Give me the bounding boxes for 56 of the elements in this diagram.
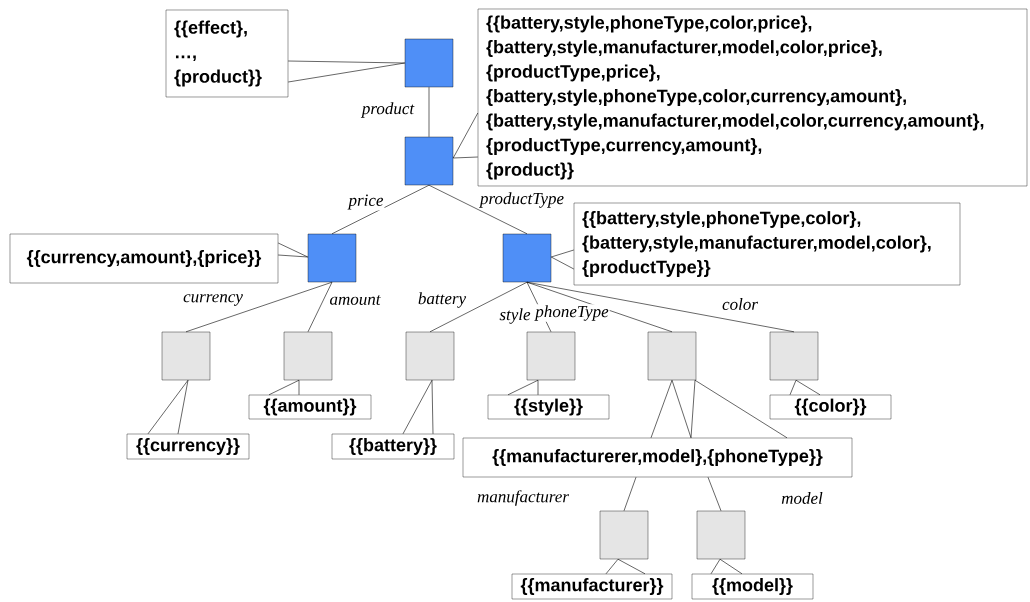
callout-box: {{currency}}: [126, 433, 250, 460]
callout-pointer: [550, 249, 575, 270]
callout-box: {{style}}: [487, 394, 610, 420]
edge-label: style: [498, 307, 532, 325]
callout-box: {{battery,style,phoneType,color,price}, {battery,style,manufacturer,model,color,price}, {productType,price}, {battery,style,phoneType,color,currency,amount}, {battery,style,manufacturer,model,color,currency,amount}, {productType,currency,amount}, {product}}: [477, 8, 1028, 187]
callout-box: {{manufacturer}}: [511, 573, 673, 600]
tree-square: [769, 331, 819, 381]
edge-label: model: [780, 491, 824, 505]
callout-box: {{battery}}: [331, 433, 455, 460]
tree-square: [307, 233, 357, 283]
edge-label: price: [347, 193, 385, 211]
tree-edge: [307, 281, 333, 333]
edge-label: currency: [182, 293, 244, 307]
callout-pointer: [277, 242, 309, 258]
tree-square: [404, 38, 454, 88]
tree-square: [283, 331, 333, 381]
callout-pointer: [789, 379, 821, 396]
callout-pointer: [605, 558, 646, 575]
callout-pointer: [268, 379, 300, 396]
callout-box: {{battery,style,phoneType,color}, {battery,style,manufacturer,model,color}, {productType}}: [573, 202, 961, 286]
tree-square: [599, 510, 649, 560]
tree-square: [526, 331, 576, 381]
tree-edge: [428, 86, 430, 138]
callout-pointer: [402, 379, 434, 435]
tree-edge: [623, 476, 637, 512]
callout-pointer: [710, 558, 743, 575]
edge-label: product: [360, 101, 416, 119]
tree-edge: [526, 281, 795, 333]
callout-pointer: [147, 379, 189, 435]
tree-edge: [707, 476, 722, 512]
edge-label: battery: [416, 291, 468, 309]
edge-label: amount: [328, 294, 382, 306]
callout-box: {{currency,amount},{price}}: [9, 233, 279, 284]
callout-pointer: [507, 379, 539, 396]
edge-label: manufacturer: [476, 489, 570, 507]
edge-label: phoneType: [534, 304, 610, 322]
callout-pointer: [287, 60, 406, 83]
tree-edge: [429, 281, 528, 333]
tree-edge: [428, 184, 528, 235]
tree-edge: [331, 184, 430, 235]
tree-square: [161, 331, 211, 381]
tree-square: [696, 510, 746, 560]
edge-label: productType: [479, 191, 566, 209]
tree-square: [647, 331, 697, 381]
callout-pointer: [650, 379, 788, 439]
tree-edge: [185, 281, 333, 333]
callout-box: {{amount}}: [248, 394, 372, 420]
edge-label: color: [721, 297, 759, 311]
tree-square: [404, 136, 454, 186]
callout-box: {{manufacturerer,model},{phoneType}}: [462, 437, 853, 478]
callout-box: {{color}}: [769, 394, 892, 420]
callout-box: {{model}}: [691, 573, 814, 600]
tree-square: [502, 233, 552, 283]
tree-square: [405, 331, 455, 381]
callout-box: {{effect}, …, {product}}: [165, 9, 289, 98]
callout-pointer: [452, 112, 479, 159]
